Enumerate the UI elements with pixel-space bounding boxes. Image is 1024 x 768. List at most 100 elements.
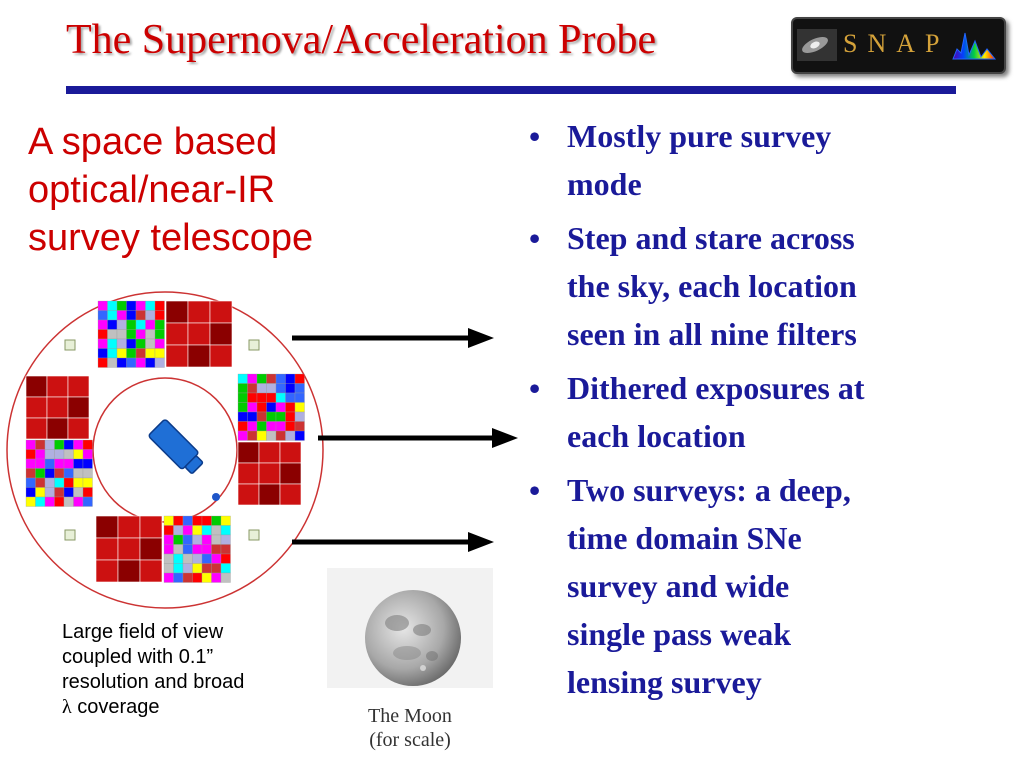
filter-pixel: [275, 383, 286, 394]
snap-logo-icon: SNAP: [791, 17, 1006, 74]
moon-image: [327, 568, 493, 688]
filter-pixel: [145, 319, 156, 330]
detector-pixel: [46, 375, 69, 398]
filter-pixel: [211, 515, 222, 526]
filter-pixel: [275, 421, 286, 432]
filter-pixel: [173, 515, 184, 526]
filter-pixel: [116, 319, 127, 330]
filter-pixel: [97, 338, 108, 349]
detector-pixel: [237, 441, 260, 464]
filter-pixel: [220, 525, 231, 536]
detector-pixel: [258, 483, 281, 506]
detector-pixel: [25, 417, 48, 440]
detector-pixel: [117, 537, 141, 561]
filter-pixel: [163, 572, 174, 583]
filter-pixel: [145, 300, 156, 311]
filter-pixel: [73, 468, 84, 479]
filter-pixel: [201, 572, 212, 583]
filter-pixel: [266, 411, 277, 422]
filter-pixel: [145, 357, 156, 368]
filter-pixel: [154, 348, 165, 359]
caption-line: Large field of view: [62, 621, 224, 643]
filter-pixel: [154, 310, 165, 321]
filter-pixel: [256, 392, 267, 403]
filter-pixel: [211, 572, 222, 583]
detector-pixel: [187, 344, 211, 368]
detector-pixel: [279, 441, 302, 464]
filter-pixel: [285, 383, 296, 394]
filter-pixel: [201, 525, 212, 536]
filter-pixel: [294, 392, 305, 403]
filter-pixel: [73, 496, 84, 507]
filter-pixel: [285, 411, 296, 422]
filter-pixel: [211, 563, 222, 574]
filter-pixel: [116, 300, 127, 311]
filter-pixel: [256, 411, 267, 422]
filter-pixel: [54, 487, 65, 498]
title-rule: [66, 86, 956, 94]
bullet-line: the sky, each location: [567, 268, 857, 304]
filter-pixel: [25, 468, 36, 479]
filter-pixel: [25, 487, 36, 498]
filter-pixel: [135, 357, 146, 368]
filter-pixel: [285, 430, 296, 441]
filter-pixel: [126, 319, 137, 330]
filter-pixel: [182, 515, 193, 526]
filter-pixel: [182, 563, 193, 574]
bullet-line: single pass weak: [567, 616, 792, 652]
subtitle-line: A space based: [28, 121, 278, 163]
filter-pixel: [35, 496, 46, 507]
detector-pixel: [187, 300, 211, 324]
filter-pixel: [275, 373, 286, 384]
detector-pixel: [139, 559, 163, 583]
detector-pixel: [25, 375, 48, 398]
filter-pixel: [285, 421, 296, 432]
detector-pixel: [258, 441, 281, 464]
filter-pixel: [294, 383, 305, 394]
filter-pixel: [220, 544, 231, 555]
filter-pixel: [97, 329, 108, 340]
filter-pixel: [135, 348, 146, 359]
filter-pixel: [163, 553, 174, 564]
detector-pixel: [95, 537, 119, 561]
detector-pixel: [209, 344, 233, 368]
filter-pixel: [163, 534, 174, 545]
guider-square: [64, 339, 76, 351]
detector-pixel: [67, 396, 90, 419]
guider-square: [248, 529, 260, 541]
detector-pixel: [209, 322, 233, 346]
subtitle-line: survey telescope: [28, 217, 314, 259]
filter-pixel: [182, 553, 193, 564]
filter-pixel: [266, 421, 277, 432]
filter-pixel: [247, 421, 258, 432]
detector-pixel: [25, 396, 48, 419]
filter-pixel: [275, 402, 286, 413]
filter-pixel: [173, 572, 184, 583]
filter-pixel: [63, 496, 74, 507]
filter-pixel: [97, 348, 108, 359]
filter-pixel: [82, 477, 93, 488]
filter-pixel: [116, 357, 127, 368]
filter-pixel: [173, 525, 184, 536]
bullet-item: • Two surveys: a deep, time domain SNe s…: [525, 466, 945, 706]
filter-pixel: [285, 392, 296, 403]
filter-pixel: [173, 553, 184, 564]
filter-pixel: [201, 553, 212, 564]
moon-sublabel: (for scale): [369, 729, 451, 751]
filter-pixel: [211, 553, 222, 564]
filter-pixel: [237, 411, 248, 422]
filter-pixel: [154, 357, 165, 368]
filter-pixel: [256, 373, 267, 384]
moon-label: The Moon: [368, 705, 452, 727]
galaxy-spectrum-icon: [797, 29, 837, 61]
bullet-line: Two surveys: a deep,: [567, 472, 851, 508]
filter-pixel: [54, 468, 65, 479]
subtitle: A space based optical/near-IR survey tel…: [28, 118, 313, 262]
detector-pixel: [139, 515, 163, 539]
filter-pixel: [135, 338, 146, 349]
filter-pixel: [192, 553, 203, 564]
filter-pixel: [266, 373, 277, 384]
focal-plane-diagram: [6, 291, 324, 609]
filter-pixel: [163, 544, 174, 555]
bullet-list: • Mostly pure survey mode • Step and sta…: [525, 112, 945, 712]
